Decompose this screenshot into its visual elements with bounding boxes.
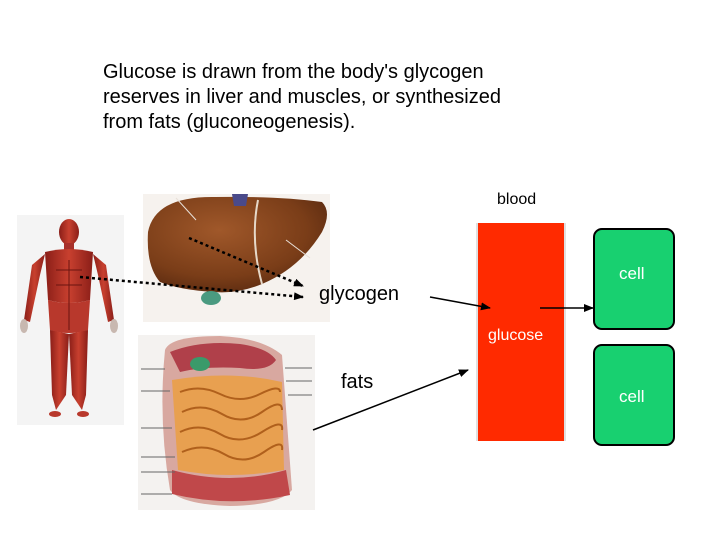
body-illustration bbox=[17, 215, 124, 425]
fats-label: fats bbox=[341, 371, 374, 393]
caption: Glucose is drawn from the body's glycoge… bbox=[103, 60, 623, 135]
arrow-fats-to-blood bbox=[312, 369, 469, 431]
cell-top bbox=[593, 228, 675, 330]
blood-vessel bbox=[477, 223, 565, 441]
liver-illustration bbox=[143, 194, 330, 322]
caption-line-1: Glucose is drawn from the body's glycoge… bbox=[103, 61, 484, 83]
abdomen-illustration bbox=[138, 335, 315, 510]
arrow-glycogen-to-blood bbox=[429, 296, 491, 311]
cell-top-label: cell bbox=[619, 264, 645, 283]
caption-line-2: reserves in liver and muscles, or synthe… bbox=[103, 86, 501, 108]
blood-label: blood bbox=[497, 191, 537, 208]
glucose-label: glucose bbox=[488, 327, 544, 344]
cell-bottom-label: cell bbox=[619, 387, 645, 406]
glycogen-label: glycogen bbox=[319, 283, 400, 305]
caption-line-3: from fats (gluconeogenesis). bbox=[103, 111, 356, 133]
arrow-body-to-glycogen bbox=[79, 275, 304, 301]
arrow-liver-to-glycogen bbox=[188, 236, 304, 288]
cell-bottom bbox=[593, 344, 675, 446]
